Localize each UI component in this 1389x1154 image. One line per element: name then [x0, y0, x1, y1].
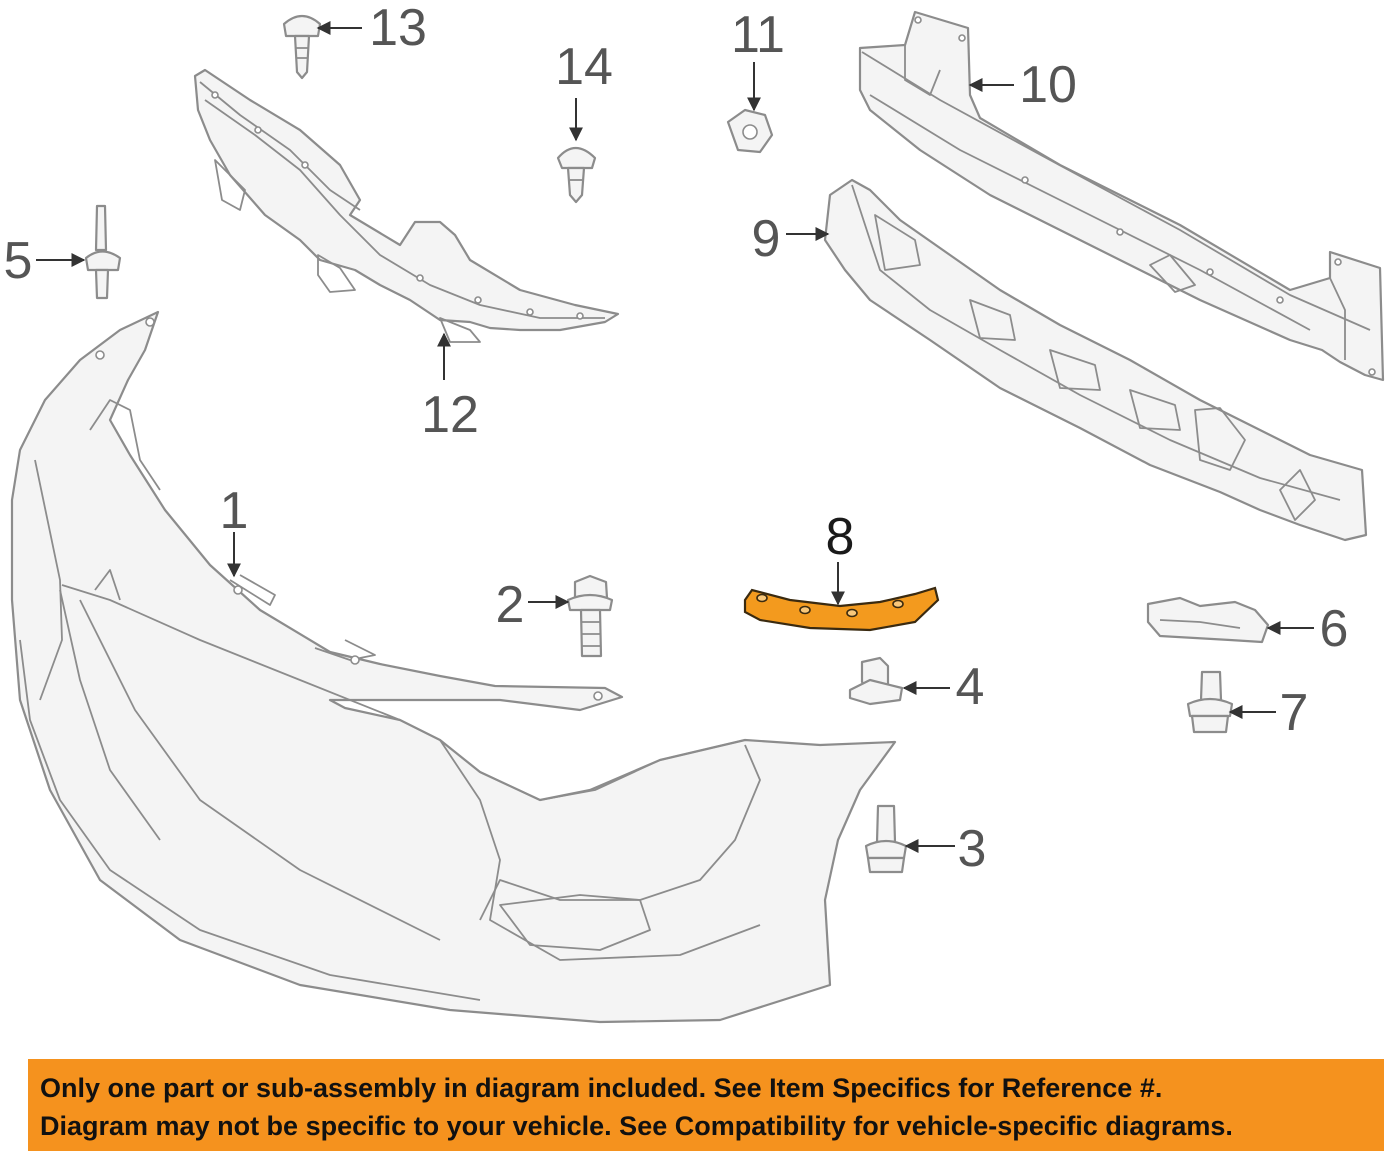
upper-bracket-drawing [193, 68, 620, 343]
bolt-7-drawing [1186, 670, 1234, 734]
bolt-3-drawing [864, 804, 908, 874]
bolt-2-drawing [566, 574, 614, 658]
callout-4: 4 [956, 658, 985, 716]
energy-absorber-drawing [823, 178, 1368, 542]
bumper-cover-drawing [10, 310, 897, 1024]
callout-5: 5 [4, 232, 33, 290]
disclaimer-banner: Only one part or sub-assembly in diagram… [28, 1059, 1384, 1151]
callout-2: 2 [496, 576, 525, 634]
bracket-6-drawing [1146, 596, 1270, 644]
leader-lines [36, 21, 1314, 853]
disclaimer-line-1: Only one part or sub-assembly in diagram… [40, 1073, 1163, 1103]
clip-13-drawing [282, 14, 322, 80]
side-bracket-drawing [743, 586, 940, 632]
callout-12: 12 [421, 386, 479, 444]
callout-11: 11 [731, 6, 785, 64]
callout-8: 8 [826, 508, 855, 566]
callout-7: 7 [1280, 684, 1309, 742]
nut-11-drawing [726, 108, 774, 154]
callout-6: 6 [1320, 600, 1349, 658]
callout-14: 14 [555, 38, 613, 96]
exploded-parts-diagram: 1 2 3 4 5 6 7 8 9 10 11 12 13 14 [4, 0, 1385, 1024]
rivet-5-drawing [84, 204, 122, 300]
callout-3: 3 [958, 820, 987, 878]
callout-labels: 1 2 3 4 5 6 7 8 9 10 11 12 13 14 [4, 0, 1349, 878]
disclaimer-line-2: Diagram may not be specific to your vehi… [40, 1111, 1233, 1141]
callout-13: 13 [369, 0, 427, 57]
callout-10: 10 [1019, 56, 1077, 114]
callout-1: 1 [220, 482, 249, 540]
nut-4-drawing [848, 656, 904, 706]
clip-14-drawing [556, 146, 597, 204]
callout-9: 9 [752, 210, 781, 268]
